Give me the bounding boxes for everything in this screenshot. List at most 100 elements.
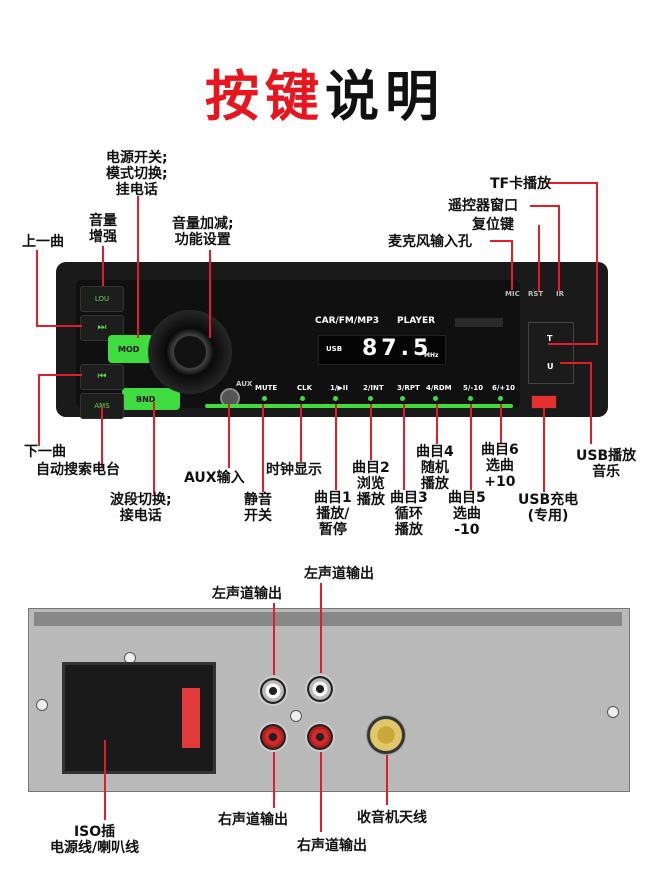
rst-label: RST (528, 290, 543, 298)
player-text: PLAYER (397, 316, 435, 326)
mod-label[interactable]: MOD (118, 345, 139, 354)
rca-left-2[interactable] (305, 674, 335, 704)
aux-text: AUX (236, 380, 252, 388)
label-usb-play: USB播放音乐 (576, 448, 636, 480)
ir-label: IR (556, 290, 564, 298)
leader-line (548, 182, 598, 184)
label-clock: 时钟显示 (266, 462, 322, 478)
tf-u: U (547, 362, 554, 371)
label-t4: 曲目4随机播放 (416, 444, 454, 492)
display-freq: 87.5 (362, 336, 432, 361)
leader-line (102, 246, 104, 286)
btn-6[interactable]: 6/+10 (492, 384, 515, 392)
leader-line (590, 362, 592, 444)
lou-button[interactable]: LOU (80, 286, 124, 312)
leader-line (320, 583, 322, 673)
back-panel-top (34, 612, 622, 626)
leader-line (403, 404, 405, 490)
leader-line (500, 404, 502, 444)
label-left-out-top: 左声道输出 (304, 566, 374, 582)
title-part1: 按键 (205, 65, 325, 128)
label-right-out-bottom: 右声道输出 (297, 838, 367, 854)
leader-line (370, 404, 372, 460)
label-reset: 复位键 (472, 217, 514, 233)
leader-line (273, 752, 275, 808)
leader-line (38, 374, 82, 376)
btn-2[interactable]: 2/INT (363, 384, 384, 392)
volume-knob[interactable] (148, 310, 232, 394)
rca-right-1[interactable] (258, 722, 288, 752)
btn-clk[interactable]: CLK (297, 384, 312, 392)
leader-line (558, 205, 560, 291)
btn-mute[interactable]: MUTE (255, 384, 277, 392)
leader-line (436, 404, 438, 444)
label-t5: 曲目5选曲-10 (448, 490, 486, 538)
lou-label: LOU (95, 295, 109, 303)
usb-port[interactable] (531, 395, 557, 409)
led (333, 396, 338, 401)
label-left-out: 左声道输出 (212, 586, 282, 602)
led (300, 396, 305, 401)
label-remote: 遥控器窗口 (448, 198, 518, 214)
label-power: 电源开关;模式切换;挂电话 (106, 150, 168, 198)
led (433, 396, 438, 401)
leader-line (538, 225, 540, 291)
label-antenna: 收音机天线 (357, 810, 427, 826)
leader-line (137, 196, 139, 338)
leader-line (543, 408, 545, 492)
label-iso: ISO插电源线/喇叭线 (50, 824, 139, 856)
leader-line (320, 752, 322, 832)
leader-line (38, 374, 40, 446)
label-right-out: 右声道输出 (218, 812, 288, 828)
label-next: 下一曲 (24, 444, 66, 460)
label-ams: 自动搜索电台 (36, 462, 120, 478)
leader-line (273, 603, 275, 675)
screw-icon (290, 710, 302, 722)
antenna-socket[interactable] (366, 715, 406, 755)
btn-4[interactable]: 4/RDM (426, 384, 452, 392)
card-slot (455, 318, 503, 327)
title-part2: 说明 (325, 65, 445, 128)
leader-line (36, 250, 38, 326)
leader-line (530, 205, 560, 207)
button-glow (205, 404, 513, 408)
mic-label: MIC (505, 290, 520, 298)
leader-line (490, 240, 512, 242)
screw-icon (607, 706, 619, 718)
next-button[interactable]: ⏮ (80, 364, 124, 390)
label-mic: 麦克风输入孔 (388, 234, 472, 250)
led (498, 396, 503, 401)
leader-line (335, 404, 337, 490)
led (468, 396, 473, 401)
leader-line (470, 404, 472, 490)
leader-line (36, 325, 82, 327)
display-usb: USB (326, 345, 342, 353)
led (262, 396, 267, 401)
leader-line (548, 343, 598, 345)
leader-line (228, 404, 230, 468)
fuse (182, 688, 200, 748)
led (400, 396, 405, 401)
leader-line (153, 402, 155, 494)
btn-5[interactable]: 5/-10 (463, 384, 483, 392)
rca-right-2[interactable] (305, 722, 335, 752)
leader-line (209, 250, 211, 338)
rca-left-1[interactable] (258, 676, 288, 706)
leader-line (511, 240, 513, 290)
leader-line (104, 740, 106, 820)
leader-line (262, 404, 264, 492)
label-t6: 曲目6选曲+10 (481, 442, 519, 490)
tf-slot[interactable] (528, 322, 574, 384)
page-title: 按键说明 (0, 52, 650, 131)
label-mute: 静音开关 (244, 492, 272, 524)
display-mhz: MHz (424, 352, 438, 359)
leader-line (596, 182, 598, 344)
btn-3[interactable]: 3/RPT (397, 384, 420, 392)
btn-1[interactable]: 1/▶II (330, 384, 348, 392)
leader-line (386, 755, 388, 805)
leader-line (101, 407, 103, 467)
tf-t: T (547, 334, 552, 343)
